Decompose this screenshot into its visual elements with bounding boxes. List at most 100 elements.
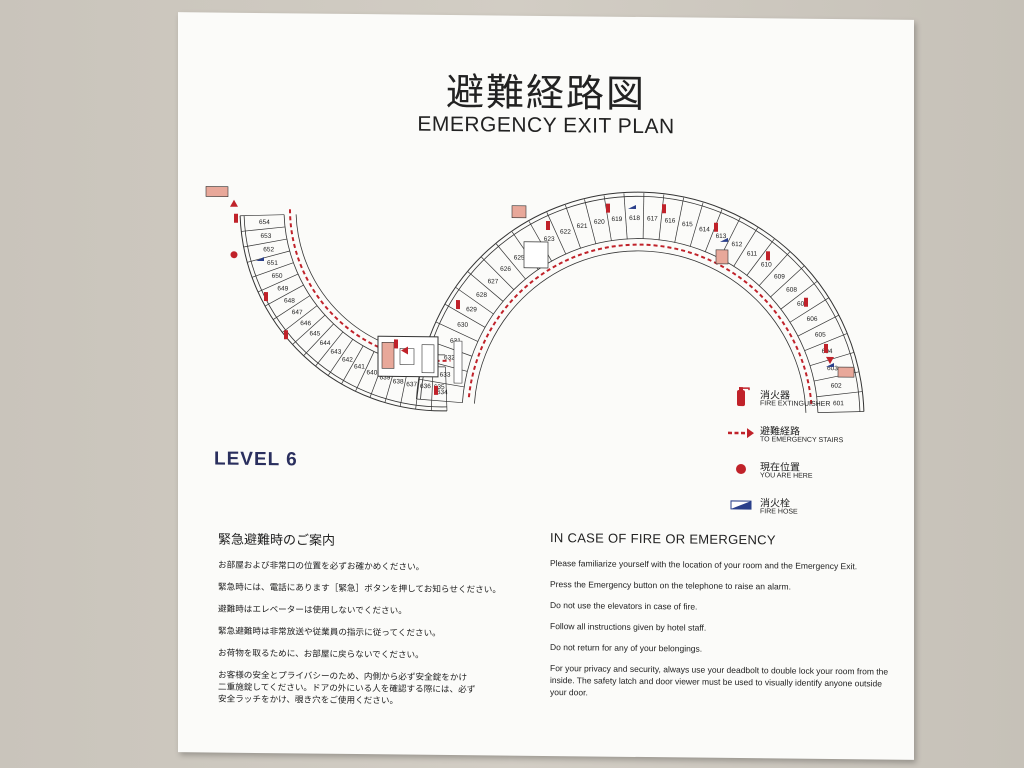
room-divider bbox=[642, 193, 645, 240]
room-divider bbox=[445, 366, 448, 411]
room-divider bbox=[455, 287, 494, 315]
room-divider bbox=[816, 391, 863, 398]
fire-extinguisher-marker bbox=[766, 251, 770, 261]
instructions-english: IN CASE OF FIRE OR EMERGENCY Please fami… bbox=[550, 530, 900, 711]
room-number: 619 bbox=[611, 216, 622, 223]
room-divider bbox=[264, 284, 304, 307]
room-number: 647 bbox=[292, 309, 303, 316]
fire-extinguisher-marker bbox=[284, 330, 288, 340]
room-number: 652 bbox=[263, 246, 274, 253]
legend-label-jp: 消火器 bbox=[760, 390, 790, 402]
legend-evacuation-route: 避難経路 TO EMERGENCY STAIRS bbox=[728, 420, 908, 458]
room-number: 610 bbox=[761, 261, 772, 268]
instruction-line-jp: 避難時はエレベーターは使用しないでください。 bbox=[218, 604, 407, 617]
fire-hose-marker bbox=[628, 204, 636, 209]
room-number: 650 bbox=[272, 273, 283, 280]
fire-extinguisher-marker bbox=[456, 300, 460, 310]
emergency-stairs bbox=[837, 366, 855, 378]
room-number: 601 bbox=[833, 400, 844, 407]
room-divider bbox=[341, 345, 364, 385]
room-number: 603 bbox=[827, 365, 838, 372]
room-number: 637 bbox=[406, 381, 417, 388]
room-number: 613 bbox=[716, 233, 727, 240]
room-number: 628 bbox=[476, 292, 487, 299]
room-number: 644 bbox=[320, 340, 331, 347]
instructions-heading-jp: 緊急避難時のご案内 bbox=[218, 532, 336, 549]
room-divider bbox=[746, 238, 775, 276]
room-divider bbox=[704, 209, 723, 253]
corridor-wall-inner bbox=[474, 250, 807, 413]
room-divider bbox=[445, 304, 486, 328]
fire-extinguisher-marker bbox=[264, 292, 268, 302]
room-divider bbox=[243, 238, 287, 248]
room-number: 614 bbox=[699, 226, 710, 233]
instructions-heading-en: IN CASE OF FIRE OR EMERGENCY bbox=[550, 530, 776, 548]
fire-hose-icon bbox=[730, 500, 752, 510]
outer-wall bbox=[420, 195, 861, 412]
outer-facade bbox=[416, 191, 865, 412]
room-number: 648 bbox=[284, 298, 295, 305]
room-number: 643 bbox=[330, 349, 341, 356]
room-divider bbox=[584, 199, 597, 245]
room-divider bbox=[481, 256, 515, 291]
fire-extinguisher-marker bbox=[546, 220, 550, 231]
room-number: 607 bbox=[797, 301, 808, 308]
room-number: 630 bbox=[457, 322, 468, 329]
instruction-line-en: Please familiarize yourself with the loc… bbox=[550, 558, 858, 572]
room-number: 634 bbox=[437, 389, 448, 396]
instruction-line-en: Press the Emergency button on the teleph… bbox=[550, 579, 791, 592]
evacuation-route-icon bbox=[728, 428, 754, 439]
room-divider bbox=[273, 295, 311, 320]
room-number: 638 bbox=[393, 378, 404, 385]
room-number: 639 bbox=[379, 374, 390, 381]
room-number: 602 bbox=[831, 383, 842, 390]
room-number: 651 bbox=[267, 260, 278, 267]
emergency-stairs bbox=[715, 249, 729, 265]
room-divider bbox=[282, 305, 318, 333]
room-number: 606 bbox=[807, 316, 818, 323]
fire-extinguisher-marker bbox=[394, 339, 398, 349]
room-number: 623 bbox=[544, 236, 555, 243]
instructions-japanese: 緊急避難時のご案内 お部屋および非常口の位置を必ずお確かめください。 緊急時には… bbox=[218, 529, 518, 709]
route-arrowhead bbox=[230, 199, 238, 207]
fire-hose-marker bbox=[256, 257, 264, 262]
room-divider bbox=[495, 243, 526, 280]
elevator-shaft bbox=[421, 344, 435, 374]
room-number: 654 bbox=[259, 219, 270, 226]
room-divider bbox=[315, 331, 344, 367]
room-divider bbox=[247, 250, 290, 263]
emergency-stairs bbox=[381, 341, 395, 369]
room-number: 625 bbox=[514, 255, 525, 262]
room-number: 608 bbox=[786, 287, 797, 294]
room-number: 611 bbox=[747, 251, 758, 258]
room-divider bbox=[674, 197, 684, 243]
fire-extinguisher-marker bbox=[434, 385, 438, 395]
room-number: 653 bbox=[261, 233, 272, 240]
room-divider bbox=[770, 265, 805, 298]
room-divider bbox=[416, 398, 463, 404]
fire-extinguisher-marker bbox=[234, 213, 238, 223]
room-divider bbox=[292, 314, 326, 345]
legend-fire-hose: 消火栓 FIRE HOSE bbox=[728, 492, 908, 530]
room-divider bbox=[467, 271, 504, 302]
room-divider bbox=[780, 281, 818, 310]
room-divider bbox=[817, 411, 864, 413]
fire-hose-marker bbox=[720, 237, 728, 242]
fire-extinguisher-marker bbox=[714, 222, 718, 232]
room-divider bbox=[603, 195, 612, 242]
service-core bbox=[523, 241, 549, 269]
room-divider bbox=[565, 204, 581, 249]
current-location-icon bbox=[736, 464, 746, 475]
emergency-stairs bbox=[511, 205, 527, 219]
evacuation-route bbox=[467, 243, 813, 407]
room-number: 618 bbox=[629, 215, 640, 222]
room-number: 635 bbox=[434, 384, 445, 391]
room-number: 609 bbox=[774, 273, 785, 280]
room-divider bbox=[240, 214, 285, 217]
room-number: 646 bbox=[300, 320, 311, 327]
room-divider bbox=[789, 297, 829, 323]
room-divider bbox=[257, 273, 299, 293]
room-number: 627 bbox=[488, 278, 499, 285]
legend-label-en: FIRE HOSE bbox=[760, 508, 798, 516]
room-divider bbox=[804, 333, 848, 351]
